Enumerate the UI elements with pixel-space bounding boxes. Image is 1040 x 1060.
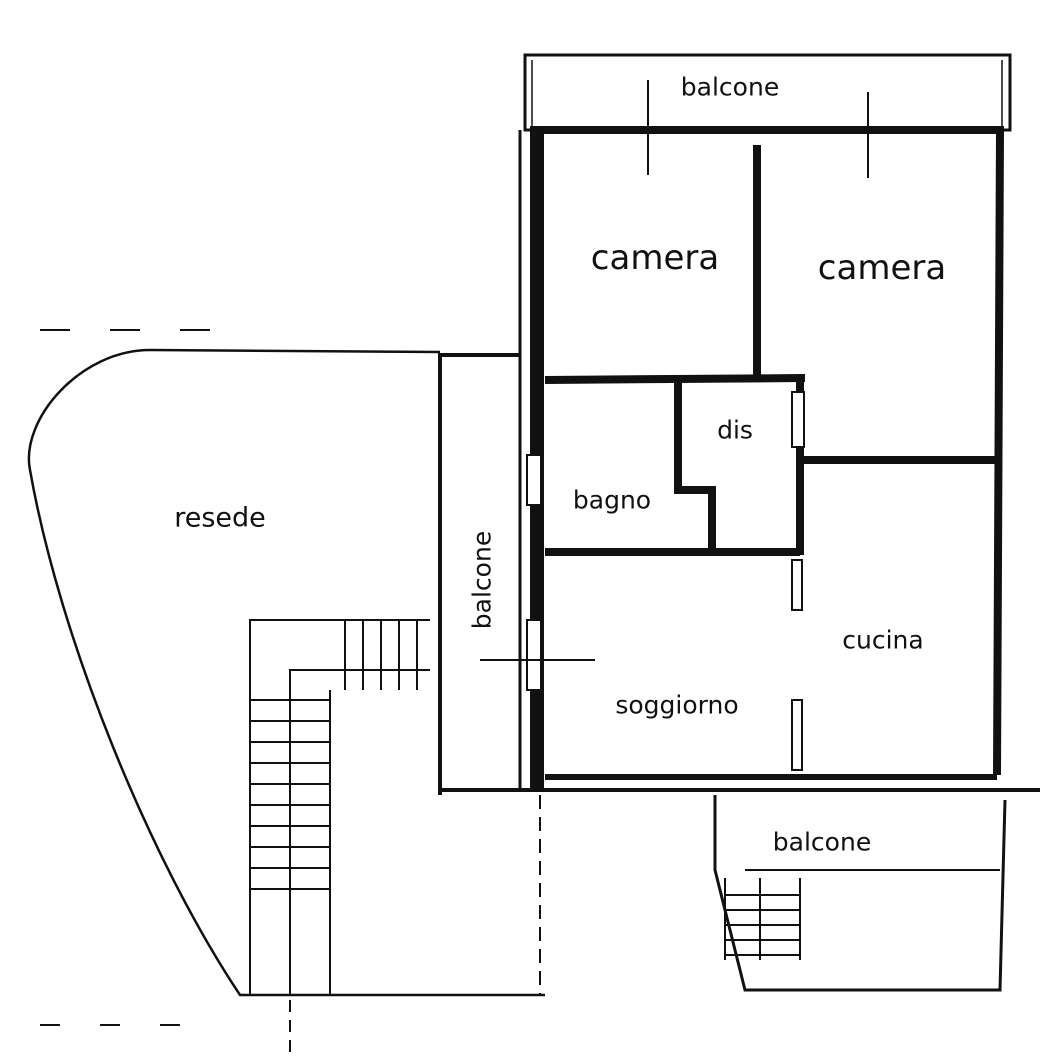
balcone-bottom-outline xyxy=(713,795,1007,992)
room-label-camera-left: camera xyxy=(590,238,720,278)
staircase-left xyxy=(249,619,430,995)
balcone-left-outline xyxy=(438,353,520,795)
room-label-dis: dis xyxy=(717,415,753,445)
resede-outline xyxy=(27,348,545,997)
room-label-soggiorno: soggiorno xyxy=(615,690,739,720)
room-label-camera-right: camera xyxy=(817,248,947,288)
room-label-cucina: cucina xyxy=(842,625,924,655)
staircase-bottom xyxy=(724,878,801,960)
room-label-balcone-left: balcone xyxy=(467,530,497,630)
room-label-balcone-top: balcone xyxy=(680,72,780,102)
exterior-walls xyxy=(530,126,1005,776)
wall xyxy=(674,378,716,550)
room-label-balcone-bottom: balcone xyxy=(772,827,872,857)
room-label-resede: resede xyxy=(174,502,266,534)
room-label-bagno: bagno xyxy=(572,485,652,515)
